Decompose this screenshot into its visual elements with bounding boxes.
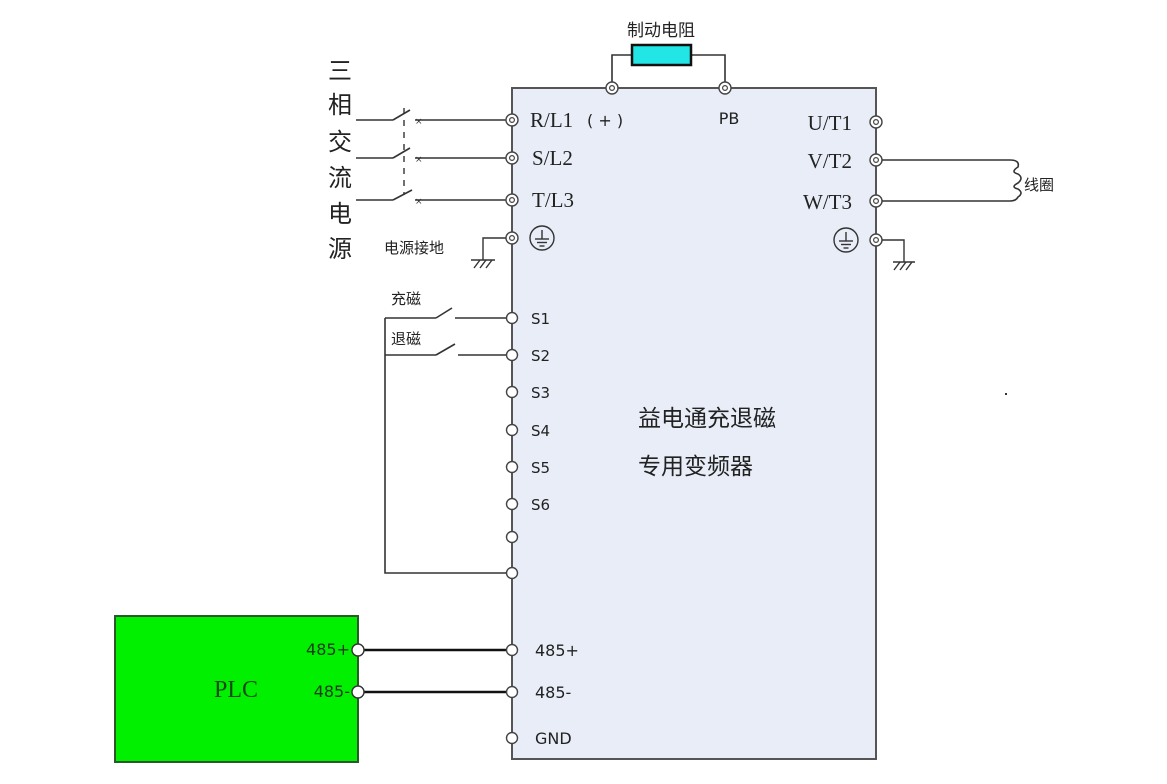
terminal-label-s: S/L2 (532, 146, 573, 170)
source-char: 电 (328, 201, 352, 228)
comm-terminal (505, 643, 519, 657)
terminal-w (869, 194, 883, 208)
plc-port-label-485-plus: 485+ (306, 640, 350, 659)
terminal-r (505, 113, 519, 127)
control-terminal (505, 497, 519, 511)
switch-label-demagnetize: 退磁 (391, 330, 421, 348)
coil (882, 159, 1022, 202)
terminal-label-r-suffix: ( + ) (587, 111, 623, 130)
inverter-name-line1: 益电通充退磁 (638, 406, 776, 432)
plc-port-485-plus (351, 643, 365, 657)
three-phase-source-label: 三 相 交 流 电 源 (328, 59, 352, 263)
terminal-plus (605, 81, 619, 95)
terminal-u (869, 115, 883, 129)
svg-text:×: × (415, 117, 423, 127)
power-ground-label: 电源接地 (384, 239, 444, 257)
brake-resistor-label: 制动电阻 (627, 21, 695, 41)
inverter-name-line2: 专用变频器 (638, 454, 753, 480)
source-char: 相 (328, 92, 352, 119)
source-char: 交 (328, 129, 352, 156)
control-terminal-label: S1 (531, 310, 550, 328)
breaker-contact-marks: × × × (415, 117, 423, 207)
svg-text:×: × (415, 197, 423, 207)
terminal-pe-input (505, 231, 519, 245)
terminal-s (505, 151, 519, 165)
comm-terminals: 485+ 485- GND (505, 641, 579, 748)
source-char: 三 (328, 59, 352, 85)
control-terminal-label: S2 (531, 347, 550, 365)
coil-label: 线圈 (1024, 176, 1054, 194)
control-terminal (505, 423, 519, 437)
earth-ground-output (882, 239, 915, 271)
terminal-label-w: W/T3 (803, 190, 852, 214)
earth-ground-input (471, 237, 506, 269)
input-breaker (356, 108, 506, 201)
control-terminal (505, 385, 519, 399)
control-terminal (505, 311, 519, 325)
comm-terminal-label: GND (535, 729, 572, 748)
source-char: 源 (328, 236, 352, 263)
terminal-label-t: T/L3 (532, 188, 574, 212)
comm-terminal-label: 485+ (535, 641, 579, 660)
comm-terminal-label: 485- (535, 683, 571, 702)
terminal-label-v: V/T2 (808, 149, 852, 173)
resistor-body (630, 43, 693, 67)
svg-text:×: × (415, 155, 423, 165)
terminal-pb (718, 81, 732, 95)
control-terminal-label: S3 (531, 384, 550, 402)
plc-port-485-minus (351, 685, 365, 699)
terminal-label-r: R/L1 (530, 108, 573, 132)
ground-icon (529, 225, 555, 251)
inverter-box (511, 87, 877, 760)
control-wiring (384, 307, 506, 574)
control-terminal (505, 460, 519, 474)
control-terminal-label: S6 (531, 496, 550, 514)
plc-label: PLC (214, 677, 258, 703)
pb-label: PB (719, 109, 740, 128)
switch-label-magnetize: 充磁 (391, 290, 421, 308)
control-terminal-label: S4 (531, 422, 550, 440)
terminal-v (869, 153, 883, 167)
terminal-label-u: U/T1 (808, 111, 852, 135)
control-terminal (505, 530, 519, 544)
brake-resistor (605, 43, 732, 95)
control-terminal-label: S5 (531, 459, 550, 477)
artifact-dot (1005, 393, 1007, 395)
comm-terminal (505, 731, 519, 745)
control-terminal (505, 348, 519, 362)
source-char: 流 (328, 165, 352, 192)
terminal-pe-output (869, 233, 883, 247)
comm-terminal (505, 685, 519, 699)
control-terminal (505, 566, 519, 580)
ground-icon (833, 227, 859, 253)
rs485-wiring (364, 648, 506, 694)
plc-port-label-485-minus: 485- (314, 682, 350, 701)
terminal-t (505, 193, 519, 207)
